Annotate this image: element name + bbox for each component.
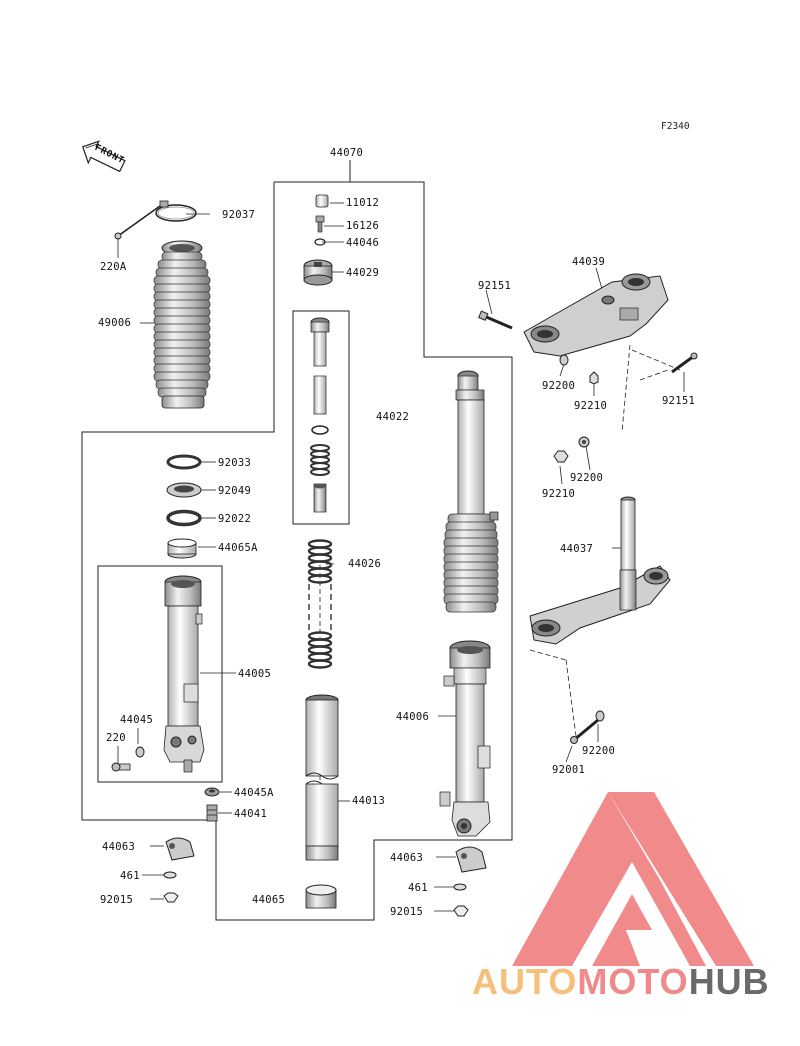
- part-label-44013: 44013: [352, 795, 386, 807]
- part-label-92033: 92033: [218, 457, 252, 469]
- part-label-44063-left: 44063: [102, 841, 136, 853]
- inner-tube-44013: [305, 694, 339, 861]
- damper-parts-44022: [310, 317, 330, 513]
- part-label-92200-mid: 92200: [570, 472, 604, 484]
- outer-tube-44006: [439, 640, 491, 837]
- washer-44045A: [204, 787, 220, 797]
- outer-tube-44005: [163, 575, 205, 773]
- nut-92210-top: [589, 371, 599, 385]
- part-label-92015-right: 92015: [390, 906, 424, 918]
- part-label-44070: 44070: [330, 147, 364, 159]
- bolt-92001: [570, 718, 599, 744]
- bolt-220: [111, 762, 131, 772]
- upper-bracket-44039: [523, 273, 669, 357]
- part-label-92001: 92001: [552, 764, 586, 776]
- watermark-word-moto: MOTO: [577, 961, 689, 1002]
- bolt-92151-right: [671, 352, 698, 374]
- box-44005: [97, 565, 223, 783]
- spring-44026: [307, 539, 333, 669]
- fork-boot-49006: [153, 240, 211, 409]
- part-label-92022: 92022: [218, 513, 252, 525]
- part-label-44039: 44039: [572, 256, 606, 268]
- part-label-44029: 44029: [346, 267, 380, 279]
- part-label-92210-mid: 92210: [542, 488, 576, 500]
- part-label-44065A: 44065A: [218, 542, 258, 554]
- part-label-92151-right: 92151: [662, 395, 696, 407]
- nut-92210-mid: [553, 450, 569, 463]
- part-label-44006: 44006: [396, 711, 430, 723]
- part-label-44026: 44026: [348, 558, 382, 570]
- part-label-92200-bottom: 92200: [582, 745, 616, 757]
- part-label-220: 220: [106, 732, 126, 744]
- bushing-44065: [305, 884, 337, 909]
- steering-stem-44037: [529, 496, 671, 645]
- part-label-44022: 44022: [376, 411, 410, 423]
- nut-92015-left: [163, 892, 179, 903]
- figure-id: F2340: [661, 121, 690, 132]
- nut-92015-right: [453, 905, 469, 917]
- washer-92200-bottom: [595, 710, 605, 722]
- leader-lines: [117, 202, 685, 912]
- part-label-92037: 92037: [222, 209, 256, 221]
- cap-11012: [315, 194, 329, 208]
- part-label-461-left: 461: [120, 870, 140, 882]
- washer-44045: [135, 746, 145, 758]
- part-label-44063-right: 44063: [390, 852, 424, 864]
- part-label-49006: 49006: [98, 317, 132, 329]
- washer-461-right: [453, 883, 467, 891]
- washer-461-left: [163, 871, 177, 879]
- washer-92200-top: [559, 354, 569, 366]
- part-label-220A: 220A: [100, 261, 127, 273]
- watermark-logo: [512, 792, 754, 966]
- part-label-16126: 16126: [346, 220, 380, 232]
- screw-220A: [114, 205, 161, 240]
- bolt-44041: [206, 804, 218, 822]
- part-label-92049: 92049: [218, 485, 252, 497]
- valve-16126: [315, 215, 325, 233]
- part-label-44045A: 44045A: [234, 787, 274, 799]
- part-label-461-right: 461: [408, 882, 428, 894]
- watermark-word-auto: AUTO: [472, 961, 578, 1002]
- part-label-44041: 44041: [234, 808, 268, 820]
- snap-ring-92033: [166, 454, 202, 470]
- part-label-44037: 44037: [560, 543, 594, 555]
- part-label-11012: 11012: [346, 197, 380, 209]
- clamp-92037: [155, 200, 197, 222]
- bolt-92151-top: [478, 310, 513, 330]
- axle-clamp-44063-right: [455, 846, 487, 873]
- part-label-92151-top: 92151: [478, 280, 512, 292]
- part-label-92015-left: 92015: [100, 894, 134, 906]
- part-label-44046: 44046: [346, 237, 380, 249]
- front-arrow-icon: [81, 140, 126, 173]
- watermark-wordmark: AUTOMOTOHUB: [472, 963, 770, 1001]
- box-44022: [292, 310, 350, 525]
- oil-seal-92049: [166, 482, 202, 498]
- bushing-44065A: [167, 538, 197, 559]
- part-label-44005: 44005: [238, 668, 272, 680]
- part-label-92210-top: 92210: [574, 400, 608, 412]
- assembly-outline-44070: [81, 181, 513, 921]
- washer-92022: [166, 509, 202, 527]
- watermark-word-hub: HUB: [688, 961, 770, 1002]
- o-ring-44046: [314, 238, 326, 246]
- part-label-92200-top: 92200: [542, 380, 576, 392]
- washer-92200-mid: [578, 436, 590, 448]
- part-label-44045: 44045: [120, 714, 154, 726]
- right-fork-boot-assembly: [443, 370, 499, 613]
- fork-cap-44029: [303, 259, 333, 286]
- axle-clamp-44063-left: [165, 837, 195, 861]
- part-label-44065: 44065: [252, 894, 286, 906]
